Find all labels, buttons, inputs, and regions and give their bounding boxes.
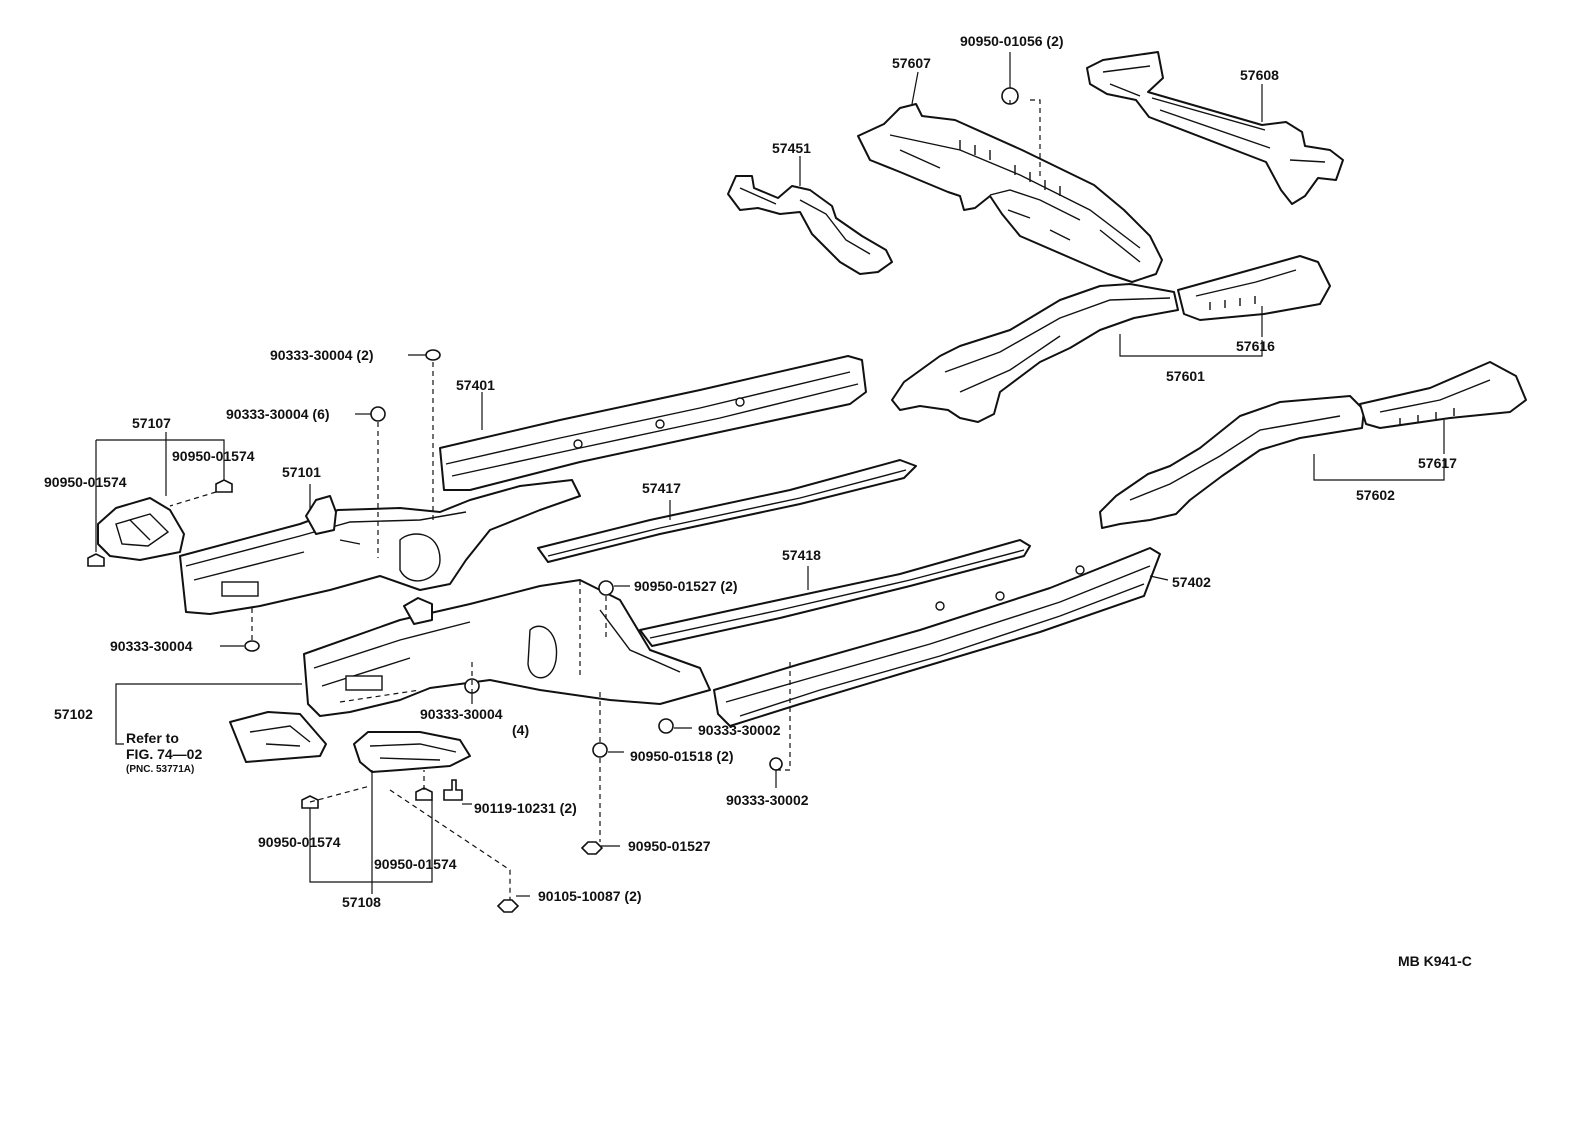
label-90333-30004-d: 90333-30004 [420,706,503,722]
part-ref-fig-drawing [229,711,327,763]
label-57602: 57602 [1356,487,1395,503]
label-57101: 57101 [282,464,321,480]
part-57101-drawing [179,479,581,615]
label-57107: 57107 [132,415,171,431]
leader-lines [95,52,1445,897]
label-90950-01518-2: 90950-01518 (2) [630,748,734,764]
part-57417-drawing [537,459,917,563]
label-90333-30004-2-qty: (2) [356,347,374,363]
label-90950-01056-qty: (2) [1046,33,1064,49]
label-57617: 57617 [1418,455,1457,471]
label-90119-10231-2-number: 90119-10231 [474,800,556,816]
label-90950-01527-2: 90950-01527 (2) [634,578,738,594]
label-90333-30004-c: 90333-30004 [110,638,193,654]
label-90950-01056: 90950-01056 (2) [960,33,1064,49]
label-90119-10231-2-qty: (2) [559,800,577,816]
label-90950-01056-number: 90950-01056 [960,33,1043,49]
label-57102: 57102 [54,706,93,722]
part-57451-drawing [727,175,893,275]
label-90119-10231-2: 90119-10231 (2) [474,800,577,816]
label-90105-10087-2: 90105-10087 (2) [538,888,642,904]
label-57108: 57108 [342,894,381,910]
label-90950-01518-2-qty: (2) [716,748,734,764]
ref-line-3: (PNC. 53771A) [126,764,195,775]
label-90333-30004-6-qty: (6) [312,406,330,422]
label-90333-30002-b: 90333-30002 [726,792,809,808]
diagram-code: MB K941-C [1398,953,1472,969]
label-57402: 57402 [1172,574,1211,590]
label-90950-01574-b: 90950-01574 [44,474,127,490]
label-90333-30004-6: 90333-30004 (6) [226,406,330,422]
part-57108-drawing [353,731,471,773]
label-90950-01527-2-number: 90950-01527 [634,578,717,594]
label-90950-01574-c: 90950-01574 [258,834,341,850]
label-90950-01574-a: 90950-01574 [172,448,255,464]
label-90333-30004-6-number: 90333-30004 [226,406,309,422]
label-57418: 57418 [782,547,821,563]
part-57401-drawing [439,355,867,491]
label-57608: 57608 [1240,67,1279,83]
part-57602-drawing [1099,361,1527,529]
label-90950-01518-2-number: 90950-01518 [630,748,713,764]
label-90950-01527-b: 90950-01527 [628,838,711,854]
part-57402-drawing [713,547,1161,727]
ref-line-1: Refer to [126,730,179,746]
label-57401: 57401 [456,377,495,393]
label-90105-10087-2-number: 90105-10087 [538,888,621,904]
dashed-lines [169,99,1041,900]
label-57607: 57607 [892,55,931,71]
label-57451: 57451 [772,140,811,156]
part-57607-drawing [857,103,1163,283]
label-90333-30004-2-number: 90333-30004 [270,347,353,363]
part-57107-drawing [97,497,185,561]
part-57608-drawing [1086,51,1344,205]
part-57418-drawing [639,539,1031,647]
part-57601-drawing [891,255,1331,423]
part-57102-drawing [303,579,711,717]
label-90105-10087-2-qty: (2) [624,888,642,904]
label-57417: 57417 [642,480,681,496]
label-90333-30004-2: 90333-30004 (2) [270,347,374,363]
label-90333-30004-d-qty: (4) [512,722,530,738]
ref-line-2: FIG. 74—02 [126,746,203,762]
label-90950-01574-d: 90950-01574 [374,856,457,872]
label-57601: 57601 [1166,368,1205,384]
label-90333-30002-a: 90333-30002 [698,722,781,738]
label-57616: 57616 [1236,338,1275,354]
label-90950-01527-2-qty: (2) [720,578,738,594]
